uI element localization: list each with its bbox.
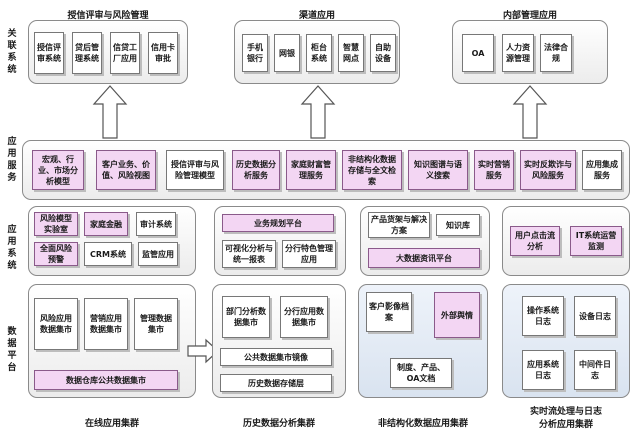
internal-app-hr[interactable]: 人力资源管理 bbox=[502, 34, 534, 72]
app-branch-management[interactable]: 分行特色管理应用 bbox=[282, 240, 336, 268]
customer-image-archive[interactable]: 客户影像档案 bbox=[366, 292, 412, 332]
channel-app-2[interactable]: 网银 bbox=[274, 34, 300, 72]
section-label-app-services: 应用服务 bbox=[7, 137, 17, 183]
channel-panel-title: 渠道应用 bbox=[298, 11, 335, 21]
internal-app-legal[interactable]: 法律合规 bbox=[540, 34, 572, 72]
app-knowledge-base[interactable]: 知识库 bbox=[436, 214, 480, 236]
log-application[interactable]: 应用系统日志 bbox=[522, 350, 564, 390]
app-crm[interactable]: CRM系统 bbox=[84, 242, 132, 266]
channel-app-4[interactable]: 智慧网点 bbox=[338, 34, 364, 72]
channel-app-5[interactable]: 自助设备 bbox=[370, 34, 396, 72]
app-regulatory[interactable]: 监管应用 bbox=[138, 242, 178, 266]
app-risk-warning[interactable]: 全面风险预警 bbox=[34, 242, 78, 266]
internal-app-oa[interactable]: OA bbox=[462, 34, 494, 72]
app-product-shelf[interactable]: 产品货架与解决方案 bbox=[368, 212, 430, 238]
app-it-monitoring[interactable]: IT系统运营监测 bbox=[570, 226, 622, 256]
mart-marketing[interactable]: 营销应用数据集市 bbox=[84, 298, 128, 350]
online-cluster-label: 在线应用集群 bbox=[84, 419, 139, 429]
service-antifraud[interactable]: 实时反欺诈与风险服务 bbox=[520, 150, 576, 190]
realtime-cluster-label-line1: 实时流处理与日志 bbox=[529, 407, 602, 417]
mart-risk[interactable]: 风险应用数据集市 bbox=[34, 298, 78, 350]
log-os[interactable]: 操作系统日志 bbox=[522, 296, 564, 336]
service-macro-model[interactable]: 宏观、行业、市场分析模型 bbox=[32, 150, 84, 190]
service-credit-model[interactable]: 授信评审与风险管理模型 bbox=[166, 150, 224, 190]
service-integration[interactable]: 应用集成服务 bbox=[582, 150, 622, 190]
internal-panel-title: 内部管理应用 bbox=[502, 11, 557, 21]
mart-branch[interactable]: 分行应用数据集市 bbox=[280, 296, 328, 338]
credit-panel-title: 授信评审与风险管理 bbox=[67, 11, 149, 21]
up-arrow-icon bbox=[92, 85, 128, 139]
credit-system-3[interactable]: 信贷工厂应用 bbox=[110, 32, 140, 74]
mart-department[interactable]: 部门分析数据集市 bbox=[222, 296, 270, 338]
channel-app-3[interactable]: 柜台系统 bbox=[306, 34, 332, 72]
service-realtime-marketing[interactable]: 实时营销服务 bbox=[474, 150, 514, 190]
app-audit[interactable]: 审计系统 bbox=[136, 212, 176, 236]
external-sentiment[interactable]: 外部舆情 bbox=[434, 292, 480, 338]
section-label-app-systems: 应用系统 bbox=[7, 225, 17, 271]
credit-system-2[interactable]: 贷后管理系统 bbox=[72, 32, 102, 74]
service-history-analysis[interactable]: 历史数据分析服务 bbox=[232, 150, 280, 190]
channel-app-1[interactable]: 手机银行 bbox=[242, 34, 268, 72]
app-bigdata-info[interactable]: 大数据资讯平台 bbox=[368, 248, 480, 268]
policy-product-docs[interactable]: 制度、产品、OA文档 bbox=[390, 358, 452, 388]
mart-management[interactable]: 管理数据集市 bbox=[134, 298, 178, 350]
up-arrow-icon bbox=[512, 85, 548, 139]
log-device[interactable]: 设备日志 bbox=[574, 296, 616, 336]
service-unstructured-search[interactable]: 非结构化数据存储与全文检索 bbox=[342, 150, 402, 190]
log-middleware[interactable]: 中间件日志 bbox=[574, 350, 616, 390]
section-label-data-platform: 数据平台 bbox=[7, 327, 17, 373]
app-visual-report[interactable]: 可视化分析与统一报表 bbox=[222, 240, 276, 268]
credit-system-4[interactable]: 信用卡审批 bbox=[148, 32, 178, 74]
app-business-planning[interactable]: 业务规划平台 bbox=[222, 214, 334, 232]
up-arrow-icon bbox=[300, 85, 336, 139]
service-knowledge-graph[interactable]: 知识图谱与语义搜索 bbox=[408, 150, 468, 190]
app-clickstream[interactable]: 用户点击流分析 bbox=[510, 226, 560, 256]
service-wealth-management[interactable]: 家庭财富管理服务 bbox=[286, 150, 336, 190]
realtime-cluster-label-line2: 分析应用集群 bbox=[538, 420, 593, 430]
credit-system-1[interactable]: 授信评审系统 bbox=[34, 32, 64, 74]
history-cluster-label: 历史数据分析集群 bbox=[242, 419, 315, 429]
section-label-related: 关联系统 bbox=[7, 29, 17, 75]
history-storage-layer[interactable]: 历史数据存储层 bbox=[220, 374, 332, 392]
app-risk-lab[interactable]: 风险模型实验室 bbox=[34, 212, 78, 236]
mart-mirror[interactable]: 公共数据集市镜像 bbox=[220, 348, 332, 366]
warehouse-common-mart[interactable]: 数据仓库公共数据集市 bbox=[34, 370, 178, 390]
unstructured-cluster-label: 非结构化数据应用集群 bbox=[377, 419, 468, 429]
service-customer-view[interactable]: 客户业务、价值、风险视图 bbox=[96, 150, 156, 190]
app-family-finance[interactable]: 家庭金融 bbox=[84, 212, 128, 236]
